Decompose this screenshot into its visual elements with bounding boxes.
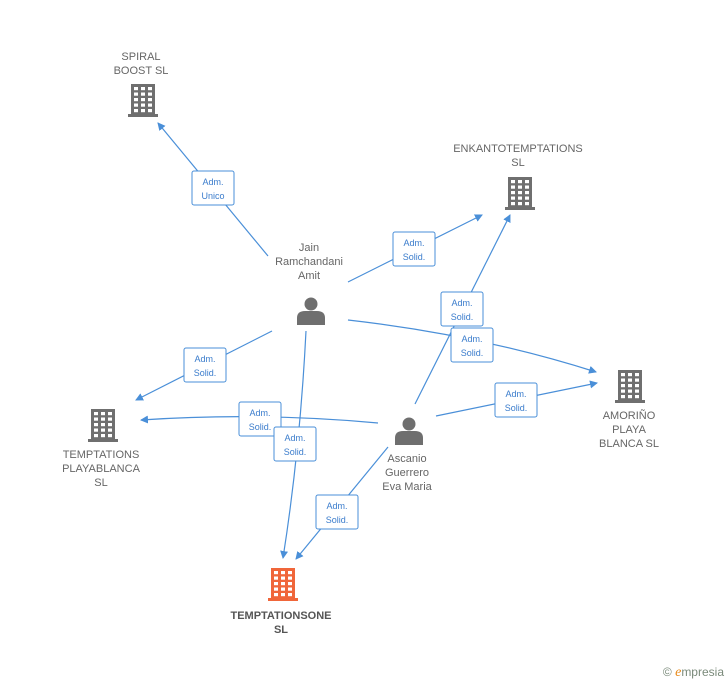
node-playablanca[interactable]: TEMPTATIONS PLAYABLANCA SL <box>62 409 141 489</box>
node-spiral[interactable]: SPIRAL BOOST SL <box>114 51 169 117</box>
role-tag-text: Adm. <box>194 354 215 364</box>
node-enkanto[interactable]: ENKANTOTEMPTATIONS SL <box>453 143 583 210</box>
node-one[interactable]: TEMPTATIONSONE SL <box>230 568 332 636</box>
role-tag-text: Solid. <box>284 447 307 457</box>
building-icon <box>128 84 158 117</box>
node-label-line: BLANCA SL <box>599 438 659 450</box>
role-tag-ascanio-enkanto[interactable]: Adm. Solid. <box>440 291 484 327</box>
node-label-line: Eva Maria <box>382 481 432 493</box>
role-tag-jain-one[interactable]: Adm. Solid. <box>273 426 317 462</box>
role-tag-text: Unico <box>201 191 224 201</box>
role-tag-ascanio-playablanca[interactable]: Adm. Solid. <box>238 401 282 437</box>
role-tag-text: Adm. <box>461 334 482 344</box>
person-icon <box>297 297 325 325</box>
footer-brand: © empresia <box>663 665 724 681</box>
copyright-symbol: © <box>662 665 672 679</box>
role-tag-text: Adm. <box>505 389 526 399</box>
role-tag-text: Solid. <box>194 368 217 378</box>
role-tag-ascanio-one[interactable]: Adm. Solid. <box>315 494 359 530</box>
role-tag-text: Adm. <box>284 433 305 443</box>
node-label-line: PLAYA <box>612 424 646 436</box>
person-icon <box>395 417 423 445</box>
node-label-line: ENKANTOTEMPTATIONS <box>453 143 583 155</box>
role-tag-jain-enkanto[interactable]: Adm. Solid. <box>392 231 436 267</box>
node-label-line: Jain <box>299 242 319 254</box>
node-label-line: AMORIÑO <box>603 409 656 422</box>
role-tag-text: Adm. <box>249 408 270 418</box>
node-label-line: Ramchandani <box>275 256 343 268</box>
node-label-line: SL <box>94 477 107 489</box>
role-tag-text: Solid. <box>461 348 484 358</box>
role-tag-text: Solid. <box>505 403 528 413</box>
node-label-line: TEMPTATIONSONE <box>230 610 331 622</box>
role-tag-text: Adm. <box>403 238 424 248</box>
role-tag-jain-playablanca[interactable]: Adm. Solid. <box>183 347 227 383</box>
node-label-line: SL <box>274 624 288 636</box>
building-icon <box>615 370 645 403</box>
node-label-line: PLAYABLANCA <box>62 463 141 475</box>
node-label-line: TEMPTATIONS <box>63 449 140 461</box>
node-label-line: SL <box>511 157 524 169</box>
building-icon <box>88 409 118 442</box>
brand-initial: e <box>675 665 682 680</box>
building-icon <box>268 568 298 601</box>
role-tag-ascanio-amorino[interactable]: Adm. Solid. <box>494 382 538 418</box>
nodes-layer: SPIRAL BOOST SL ENKANTOTEMPTATIONS SL JainRa… <box>62 51 659 636</box>
node-label-line: Amit <box>298 270 320 282</box>
node-label-line: Guerrero <box>385 467 429 479</box>
node-label-line: Ascanio <box>387 453 426 465</box>
node-amorino[interactable]: AMORIÑO PLAYA BLANCA SL <box>599 370 659 450</box>
role-tag-text: Adm. <box>451 298 472 308</box>
node-label-line: BOOST SL <box>114 65 169 77</box>
role-tag-text: Adm. <box>326 501 347 511</box>
role-tag-text: Adm. <box>202 177 223 187</box>
role-tag-jain-amorino[interactable]: Adm. Solid. <box>450 327 494 363</box>
role-tag-jain-spiral[interactable]: Adm. Unico <box>191 170 235 206</box>
role-tag-text: Solid. <box>403 252 426 262</box>
building-icon <box>505 177 535 210</box>
role-tags-layer: Adm.UnicoAdm.Solid.Adm.Solid.Adm.Solid.A… <box>183 170 538 530</box>
brand-name: mpresia <box>681 665 724 679</box>
role-tag-text: Solid. <box>249 422 272 432</box>
role-tag-text: Solid. <box>451 312 474 322</box>
role-tag-text: Solid. <box>326 515 349 525</box>
node-label-line: SPIRAL <box>121 51 160 63</box>
